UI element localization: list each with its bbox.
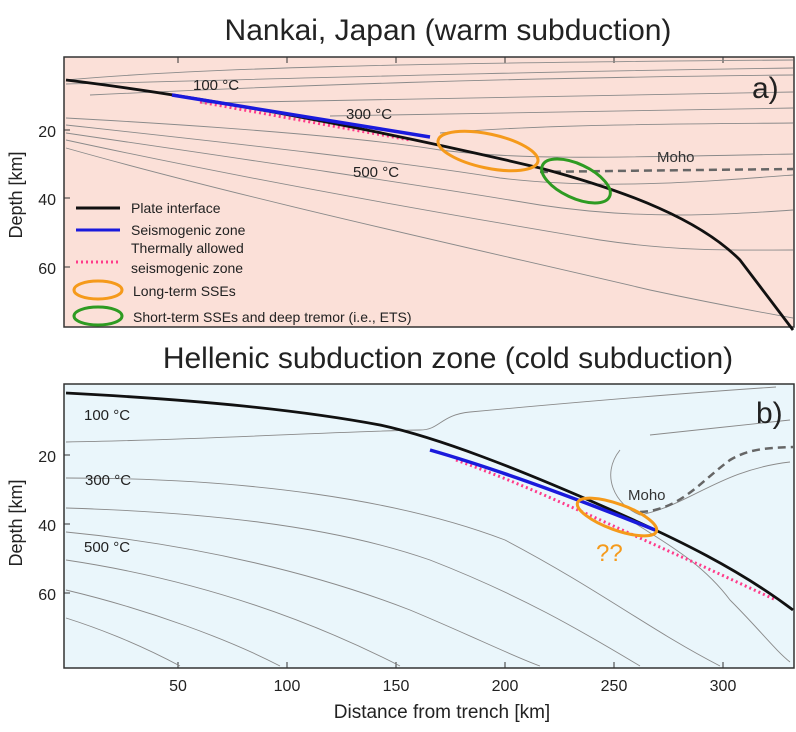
panel-a-title: Nankai, Japan (warm subduction) [225, 14, 672, 47]
legend-long-term-sse-label: Long-term SSEs [133, 283, 236, 299]
legend-ets-label: Short-term SSEs and deep tremor (i.e., E… [133, 309, 412, 325]
panel-b-y-ticks [64, 454, 70, 594]
panel-b-isotherm-300: 300 °C [85, 472, 131, 489]
panel-b-ytick-60: 60 [38, 587, 56, 604]
panel-b-ytick-20: 20 [38, 449, 56, 466]
panel-a-moho-label: Moho [657, 149, 695, 166]
legend-plate-interface-label: Plate interface [131, 200, 221, 216]
panel-b-question-marks: ?? [596, 540, 623, 567]
panel-a-label: a) [752, 72, 779, 105]
panel-a-ytick-20: 20 [38, 124, 56, 141]
panel-a-isotherms [65, 59, 794, 319]
panel-a-isotherm-100: 100 °C [193, 77, 239, 94]
panel-b-plate-interface [65, 391, 794, 612]
xlabel: Distance from trench [km] [334, 702, 550, 723]
legend-thermal-zone-label-2: seismogenic zone [131, 260, 243, 276]
panel-b-long-term-sse [575, 496, 659, 538]
panel-b-label: b) [756, 397, 783, 430]
panel-b-moho [639, 445, 794, 514]
legend-seismogenic-zone-label: Seismogenic zone [131, 222, 246, 238]
panel-b-isotherms [65, 386, 791, 667]
xtick-300: 300 [710, 678, 737, 695]
legend-ets-swatch [72, 305, 124, 327]
xtick-50: 50 [169, 678, 187, 695]
xtick-200: 200 [492, 678, 519, 695]
panel-b-x-ticks [177, 662, 724, 668]
panel-a-isotherm-300: 300 °C [346, 106, 392, 123]
panel-a-long-term-sse [436, 129, 540, 173]
xtick-250: 250 [601, 678, 628, 695]
panel-b-thermal-zone [455, 458, 777, 602]
panel-a-y-ticks [64, 129, 70, 268]
panel-a-isotherm-500: 500 °C [353, 164, 399, 181]
panel-a-ytick-60: 60 [38, 261, 56, 278]
legend-thermal-zone-label: Thermally allowed [131, 240, 244, 256]
panel-b-seismogenic-zone [429, 448, 656, 532]
xtick-150: 150 [383, 678, 410, 695]
panel-b-isotherm-100: 100 °C [84, 407, 130, 424]
panel-b-ytick-40: 40 [38, 518, 56, 535]
panel-a-ets [540, 157, 612, 205]
legend-long-term-sse-swatch [72, 279, 124, 301]
panel-a-seismogenic-zone [171, 93, 431, 139]
panel-a-thermal-zone [199, 100, 411, 142]
panel-b-title: Hellenic subduction zone (cold subductio… [163, 342, 733, 375]
panel-a-plot-area [63, 56, 795, 328]
xtick-100: 100 [274, 678, 301, 695]
panel-a-ylabel: Depth [km] [6, 151, 26, 238]
panel-b-isotherm-500: 500 °C [84, 539, 130, 556]
panel-b-plot-area [63, 383, 795, 669]
panel-a-top-ticks [177, 57, 724, 63]
panel-b-moho-label: Moho [628, 487, 666, 504]
panel-a-ytick-40: 40 [38, 192, 56, 209]
panel-b-ylabel: Depth [km] [6, 479, 26, 566]
panel-a-legend: Plate interface Seismogenic zone Thermal… [72, 200, 412, 327]
